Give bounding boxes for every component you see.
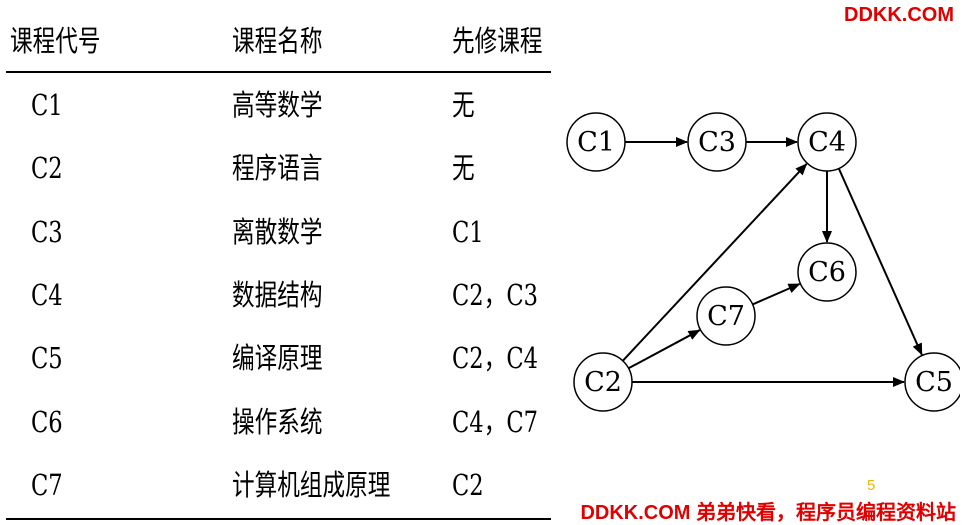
node-circle (573, 352, 633, 412)
watermark-top: DDKK.COM (844, 4, 954, 26)
edge-c7-to-c6 (752, 283, 801, 306)
node-c5: C5 (904, 352, 960, 412)
node-label: C5 (915, 367, 953, 398)
edge-c2-to-c7 (628, 329, 701, 370)
header-course-code: 课程代号 (10, 24, 101, 58)
node-circle (696, 286, 756, 346)
row-3-name: 离散数学 (232, 215, 323, 249)
row-6-prereq: C4，C7 (452, 405, 539, 439)
row-4-name: 数据结构 (232, 278, 323, 312)
node-circle (797, 112, 857, 172)
node-label: C6 (808, 257, 846, 288)
row-2-name: 程序语言 (232, 151, 323, 185)
node-label: C2 (584, 367, 622, 398)
row-3-code: C3 (31, 215, 63, 249)
row-5-name: 编译原理 (232, 341, 323, 375)
node-circle (566, 112, 626, 172)
node-label: C4 (808, 127, 846, 158)
watermark-bottom: DDKK.COM 弟弟快看，程序员编程资料站 (580, 502, 956, 524)
header-course-name: 课程名称 (232, 24, 323, 58)
table-bottom-rule (6, 518, 551, 520)
row-4-prereq: C2，C3 (452, 278, 539, 312)
edge-c2-to-c4 (622, 163, 808, 362)
row-4-code: C4 (31, 278, 63, 312)
row-5-code: C5 (31, 341, 63, 375)
node-c2: C2 (573, 352, 633, 412)
node-circle (904, 352, 960, 412)
row-1-name: 高等数学 (232, 88, 323, 122)
table-top-rule (6, 71, 551, 73)
row-7-name: 计算机组成原理 (232, 468, 391, 502)
row-6-code: C6 (31, 405, 63, 439)
row-6-name: 操作系统 (232, 405, 323, 439)
node-circle (797, 242, 857, 302)
node-circle (687, 112, 747, 172)
node-label: C3 (698, 127, 736, 158)
node-c4: C4 (797, 112, 857, 172)
node-c3: C3 (687, 112, 747, 172)
row-2-code: C2 (31, 151, 63, 185)
row-7-code: C7 (31, 468, 63, 502)
header-prerequisite: 先修课程 (452, 24, 543, 58)
row-3-prereq: C1 (452, 215, 484, 249)
row-5-prereq: C2，C4 (452, 341, 539, 375)
node-c7: C7 (696, 286, 756, 346)
row-2-prereq: 无 (452, 151, 475, 185)
row-1-prereq: 无 (452, 88, 475, 122)
node-label: C7 (707, 301, 745, 332)
node-c1: C1 (566, 112, 626, 172)
node-label: C1 (577, 127, 615, 158)
page-number: 5 (867, 477, 876, 494)
node-c6: C6 (797, 242, 857, 302)
row-1-code: C1 (31, 88, 63, 122)
edge-c4-to-c5 (837, 168, 923, 356)
row-7-prereq: C2 (452, 468, 484, 502)
graph-edges (622, 137, 923, 387)
